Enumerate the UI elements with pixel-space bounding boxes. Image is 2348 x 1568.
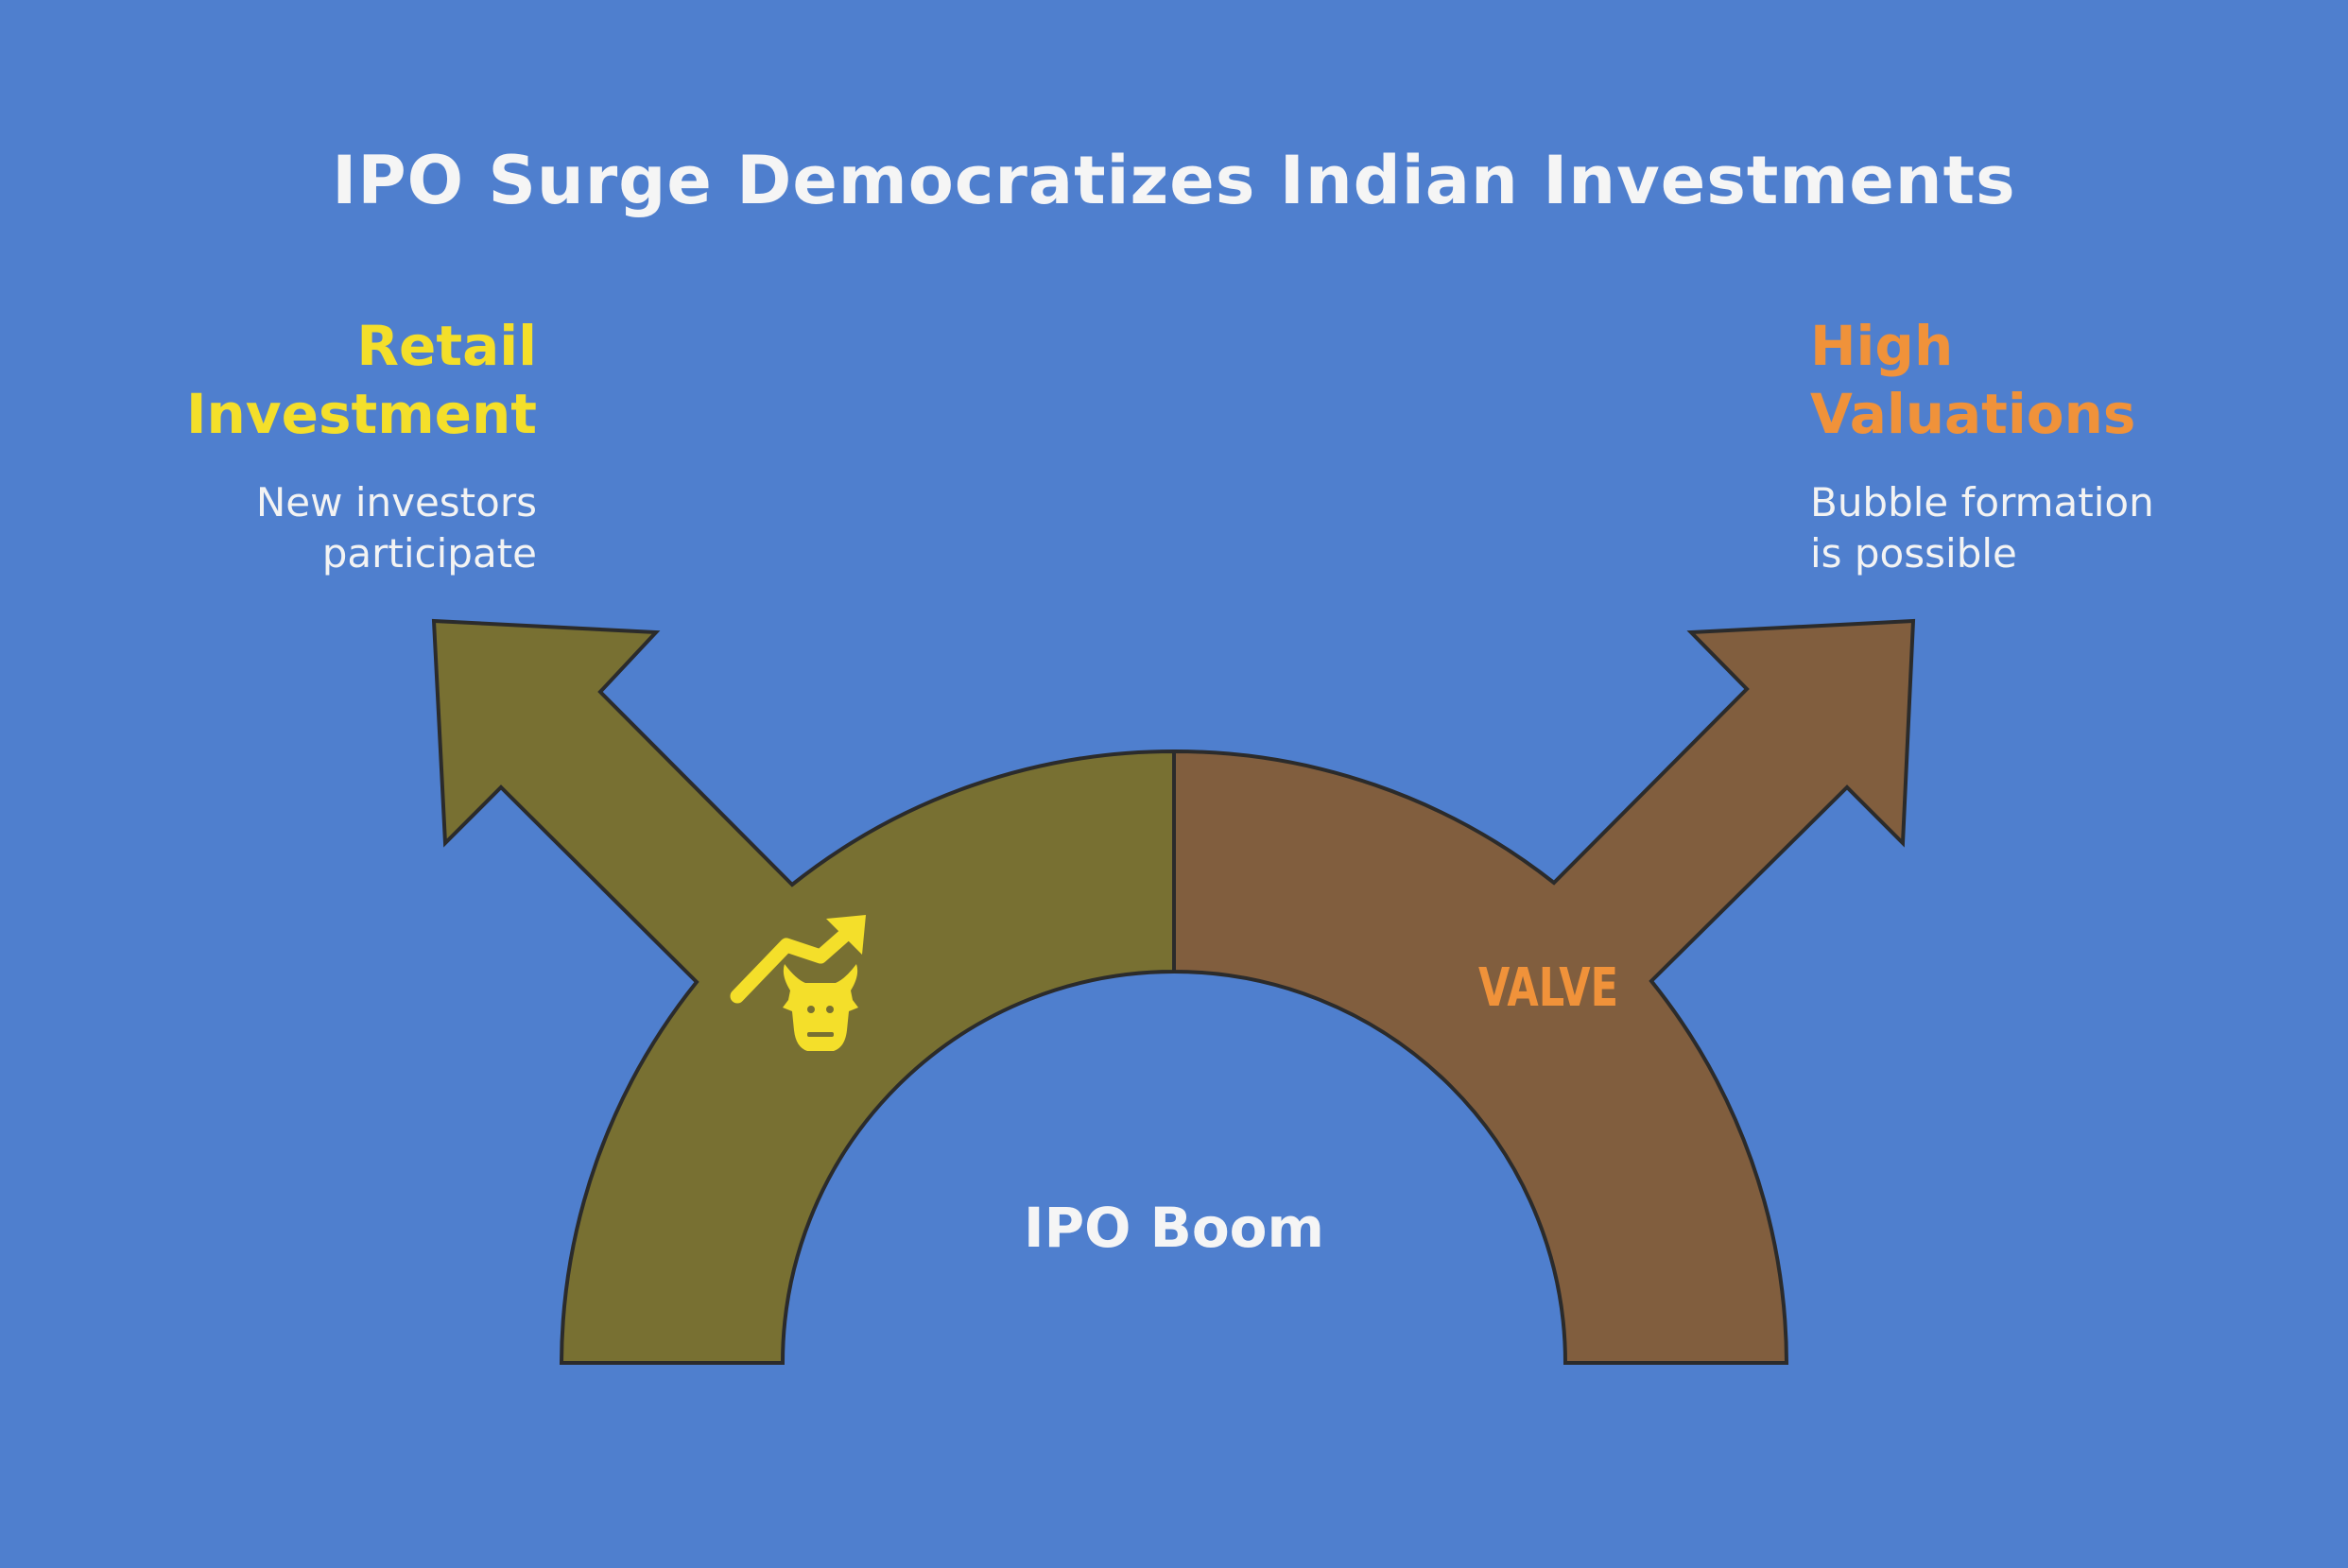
right-arch-arrow — [1172, 618, 1916, 1365]
retail-investment-desc-line-1: New investors — [255, 479, 537, 526]
retail-investment-description: New investors participate — [256, 477, 537, 579]
high-valuations-description: Bubble formation is possible — [1810, 477, 2154, 579]
high-valuations-title: High Valuations — [1810, 312, 2135, 448]
diagram-title: IPO Surge Democratizes Indian Investment… — [332, 142, 2016, 219]
retail-investment-title: Retail Investment — [186, 312, 537, 448]
retail-investment-title-line-2: Investment — [185, 382, 537, 446]
high-valuations-title-line-2: Valuations — [1810, 382, 2136, 446]
high-valuations-desc-line-1: Bubble formation — [1810, 479, 2154, 526]
retail-investment-title-line-1: Retail — [356, 314, 537, 378]
valve-icon: VALVE — [1478, 957, 1618, 1019]
bull-trending-up-icon — [730, 915, 866, 1051]
valve-icon-text: VALVE — [1478, 957, 1618, 1019]
ipo-boom-label: IPO Boom — [1024, 1196, 1324, 1260]
high-valuations-title-line-1: High — [1810, 314, 1954, 378]
high-valuations-desc-line-2: is possible — [1810, 530, 2017, 577]
retail-investment-desc-line-2: participate — [321, 530, 537, 577]
